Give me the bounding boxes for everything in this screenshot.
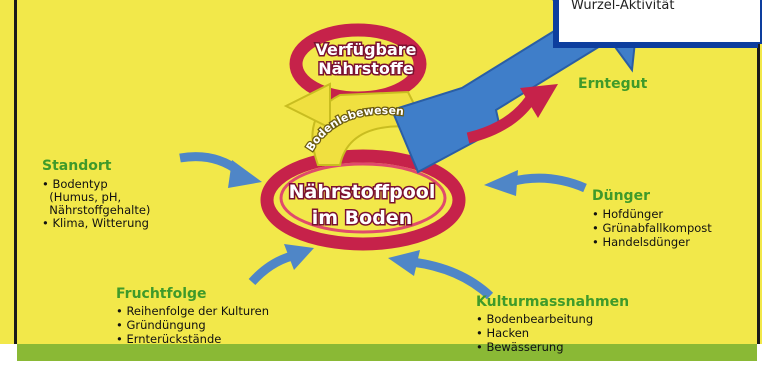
frame-left bbox=[14, 0, 17, 361]
duenger-item-1: • Hofdünger bbox=[592, 208, 663, 221]
fruchtfolge-item-1: • Reihenfolge der Kulturen bbox=[116, 305, 269, 318]
corner-left bbox=[0, 344, 17, 361]
duenger-item-2: • Grünabfallkompost bbox=[592, 222, 712, 235]
corner-right bbox=[757, 344, 762, 361]
standort-title: Standort bbox=[42, 158, 111, 174]
duenger-title: Dünger bbox=[592, 188, 650, 204]
standort-item-4: • Klima, Witterung bbox=[42, 217, 149, 230]
ground-strip bbox=[0, 344, 762, 361]
available-label-1: Verfügbare bbox=[315, 40, 416, 59]
kultur-item-3: • Bewässerung bbox=[476, 341, 564, 354]
fruchtfolge-item-2: • Gründüngung bbox=[116, 319, 206, 332]
kultur-title: Kulturmassnahmen bbox=[476, 294, 629, 310]
harvest-label: Erntegut bbox=[578, 76, 647, 92]
available-label-2: Nährstoffe bbox=[318, 59, 414, 78]
root-activity-note-text: Wurzel-Aktivität bbox=[571, 0, 674, 13]
fruchtfolge-item-3: • Ernterückstände bbox=[116, 333, 221, 346]
root-activity-note: Wurzel-Aktivität bbox=[557, 0, 762, 44]
kultur-item-2: • Hacken bbox=[476, 327, 529, 340]
fruchtfolge-title: Fruchtfolge bbox=[116, 286, 207, 302]
frame-right bbox=[757, 0, 760, 361]
duenger-item-3: • Handelsdünger bbox=[592, 236, 690, 249]
pool-label-2: im Boden bbox=[312, 207, 412, 229]
kultur-item-1: • Bodenbearbeitung bbox=[476, 313, 593, 326]
pool-label-1: Nährstoffpool bbox=[289, 181, 436, 203]
